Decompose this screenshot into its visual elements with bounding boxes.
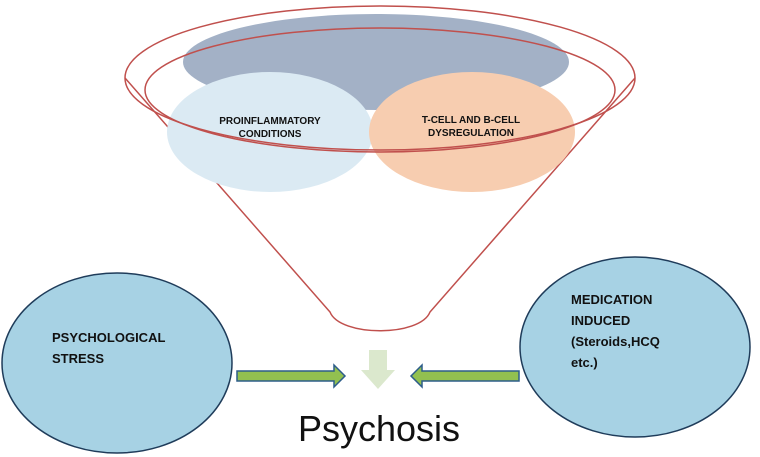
proinflammatory-circle <box>167 72 373 192</box>
medication-line4: etc.) <box>571 355 598 370</box>
psychological-stress-line2: STRESS <box>52 351 105 366</box>
right-arrow <box>236 363 347 389</box>
medication-line3: (Steroids,HCQ <box>571 334 660 349</box>
down-arrow <box>361 350 395 389</box>
funnel-rim-inner <box>144 27 616 153</box>
proinflammatory-line2: CONDITIONS <box>238 129 302 140</box>
medication-induced-node <box>519 256 751 438</box>
medication-induced-label: MEDICATION INDUCED (Steroids,HCQ etc.) <box>571 289 660 373</box>
t-cell-b-cell-label: T-CELL AND B-CELL DYSREGULATION <box>406 114 536 140</box>
t-cell-b-cell-circle <box>369 72 575 192</box>
proinflammatory-line1: PROINFLAMMATORY <box>219 116 321 127</box>
left-arrow <box>409 363 520 389</box>
funnel-rim-outer <box>124 5 636 151</box>
t-cell-line2: DYSREGULATION <box>428 128 514 139</box>
medication-line2: INDUCED <box>571 313 631 328</box>
medication-line1: MEDICATION <box>571 292 653 307</box>
psychosis-label: Psychosis <box>298 408 461 449</box>
psychological-stress-node <box>1 272 233 454</box>
t-cell-line1: T-CELL AND B-CELL <box>421 115 521 126</box>
proinflammatory-label: PROINFLAMMATORY CONDITIONS <box>205 115 335 141</box>
psychological-stress-label: PSYCHOLOGICAL STRESS <box>52 327 165 369</box>
psychological-stress-line1: PSYCHOLOGICAL <box>52 330 166 345</box>
